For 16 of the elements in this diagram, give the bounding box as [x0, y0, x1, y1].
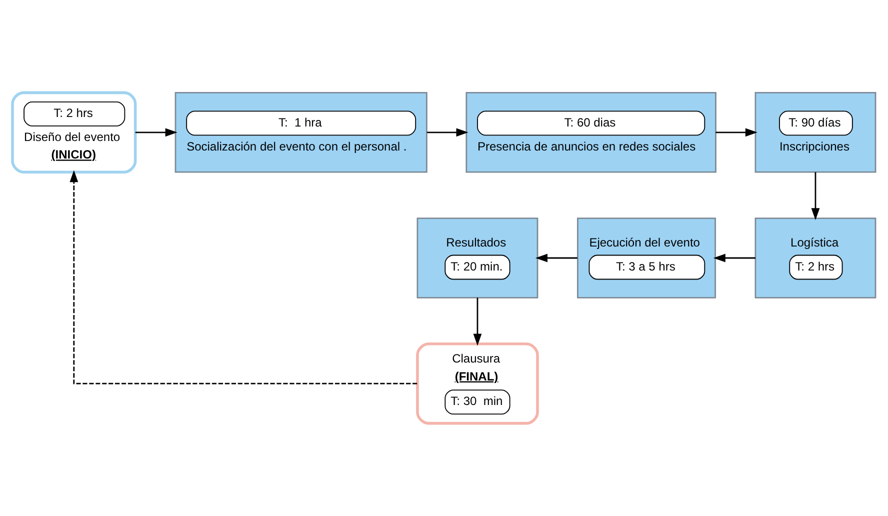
- arrow: [70, 170, 418, 384]
- arrow: [716, 128, 758, 137]
- arrow: [135, 128, 178, 137]
- node-box: T: 1 hra Socialización del evento con el personal .: [174, 92, 428, 173]
- arrow: [427, 128, 468, 137]
- node-box: Ejecución del evento T: 3 a 5 hrs: [576, 218, 716, 298]
- node-box: Resultados T: 20 min.: [416, 218, 538, 298]
- node-box: T: 2 hrs Diseño del evento (INICIO): [11, 91, 137, 174]
- arrow: [473, 298, 482, 346]
- arrow: [535, 254, 578, 262]
- node-box: Clausura (FINAL) T: 30 min: [416, 342, 539, 425]
- node-box: Logística T: 2 hrs: [754, 218, 876, 298]
- arrow: [713, 254, 756, 262]
- node-box: T: 60 dias Presencia de anuncios en redes sociales: [466, 92, 716, 173]
- node-box: T: 90 días Inscripciones: [754, 92, 876, 173]
- arrow: [811, 172, 820, 220]
